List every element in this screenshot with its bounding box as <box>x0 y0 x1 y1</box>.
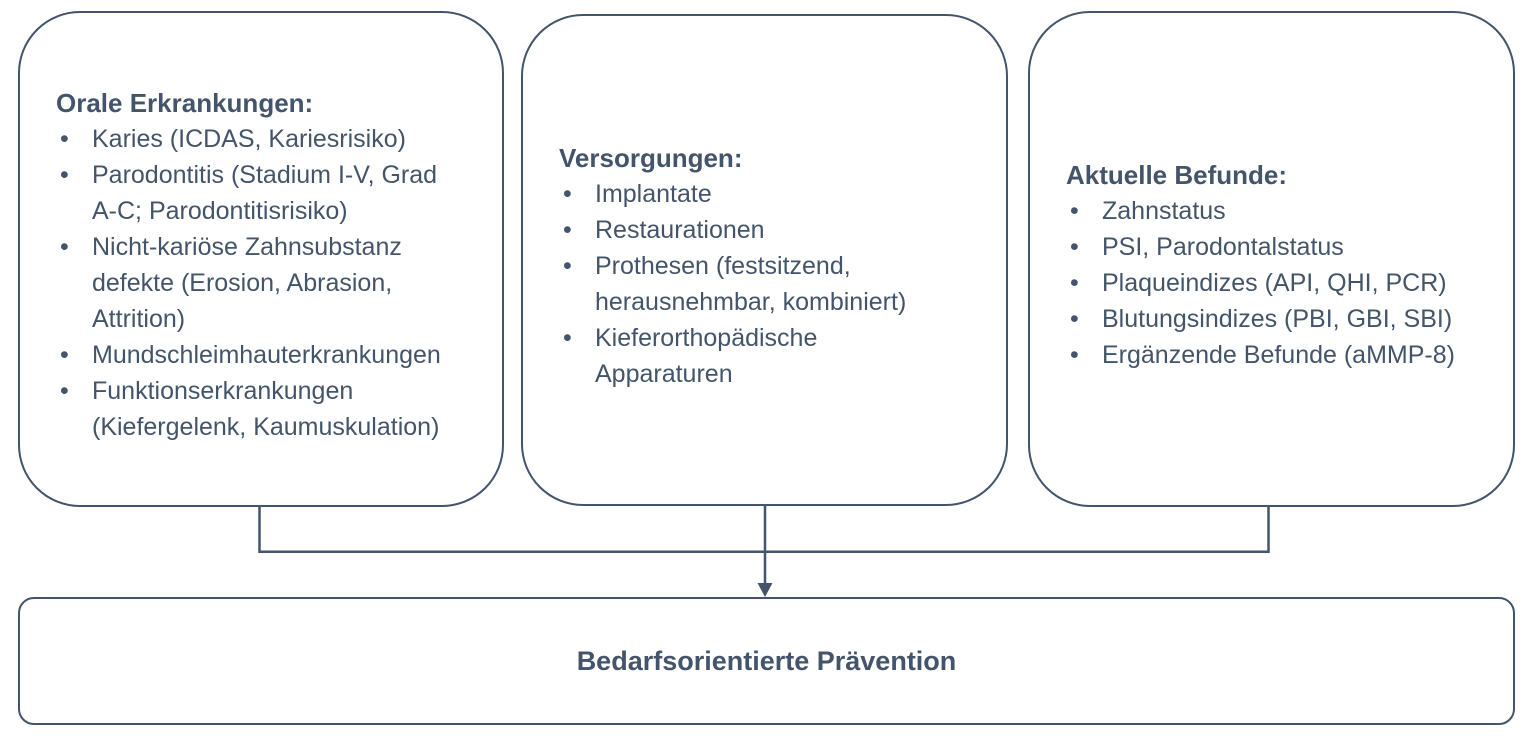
result-box-label: Bedarfsorientierte Prävention <box>576 645 957 676</box>
result-box: Bedarfsorientierte Prävention <box>18 597 1515 725</box>
list-item: Mundschleimhauterkrankungen <box>56 337 486 373</box>
list-item: Prothesen (festsitzend, herausnehmbar, k… <box>559 248 990 320</box>
box-orale-erkrankungen: Orale Erkrankungen: Karies (ICDAS, Karie… <box>18 11 504 507</box>
list-item: Parodontitis (Stadium I-V, Grad A-C; Par… <box>56 157 486 229</box>
list-item: Plaqueindizes (API, QHI, PCR) <box>1066 265 1497 301</box>
box-aktuelle-befunde: Aktuelle Befunde: Zahnstatus PSI, Parodo… <box>1028 11 1515 507</box>
list-item: Kieferorthopädische Apparaturen <box>559 320 990 392</box>
box-title: Orale Erkrankungen: <box>56 88 314 118</box>
bullet-list: Karies (ICDAS, Kariesrisiko) Parodontiti… <box>56 121 486 445</box>
list-item: PSI, Parodontalstatus <box>1066 229 1497 265</box>
list-item: Karies (ICDAS, Kariesrisiko) <box>56 121 486 157</box>
list-item: Implantate <box>559 176 990 212</box>
list-item: Nicht-kariöse Zahnsubstanz defekte (Eros… <box>56 229 486 337</box>
box-versorgungen: Versorgungen: Implantate Restaurationen … <box>521 14 1008 506</box>
list-item: Restaurationen <box>559 212 990 248</box>
box-title: Aktuelle Befunde: <box>1066 160 1288 190</box>
bullet-list: Zahnstatus PSI, Parodontalstatus Plaquei… <box>1066 193 1497 373</box>
arrowhead-down-icon <box>757 583 773 597</box>
list-item: Funktionserkrankungen (Kiefergelenk, Kau… <box>56 373 486 445</box>
box-title: Versorgungen: <box>559 143 743 173</box>
list-item: Ergänzende Befunde (aMMP-8) <box>1066 337 1497 373</box>
list-item: Zahnstatus <box>1066 193 1497 229</box>
bullet-list: Implantate Restaurationen Prothesen (fes… <box>559 176 990 392</box>
list-item: Blutungsindizes (PBI, GBI, SBI) <box>1066 301 1497 337</box>
